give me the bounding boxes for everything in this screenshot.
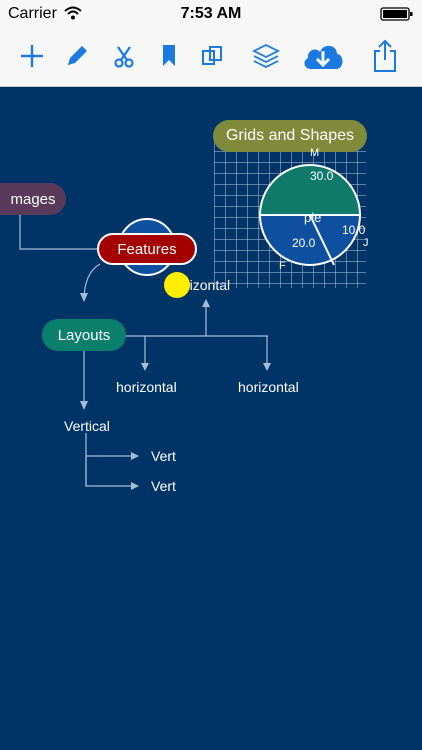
clock: 7:53 AM	[180, 5, 242, 22]
vert-item-2[interactable]: Vert	[151, 478, 176, 494]
bookmark-button[interactable]	[151, 38, 187, 74]
layouts-node-label: Layouts	[57, 326, 111, 344]
layouts-node[interactable]: Layouts	[42, 319, 126, 351]
horizontal-left-label[interactable]: horizontal	[116, 379, 177, 395]
pie-slice-teal	[260, 165, 360, 215]
images-node[interactable]: mages	[0, 183, 66, 215]
images-node-label: mages	[10, 190, 56, 208]
pie-value-2: 20.0	[292, 236, 316, 250]
grids-shapes-label: Grids and Shapes	[225, 127, 355, 144]
horizontal-right-label[interactable]: horizontal	[238, 379, 299, 395]
status-bar: Carrier 7:53 AM	[0, 0, 422, 28]
bookmark-icon	[163, 45, 175, 66]
add-button[interactable]	[14, 38, 50, 74]
cloud-download-button[interactable]	[300, 38, 346, 74]
pie-letter-right: J	[363, 237, 369, 249]
carrier-label: Carrier	[8, 5, 57, 22]
pencil-icon	[68, 46, 87, 65]
selection-handle[interactable]	[164, 272, 190, 298]
plus-icon	[21, 45, 43, 67]
toolbar	[0, 28, 422, 87]
pie-slice-blue	[260, 215, 360, 265]
vert-item-1[interactable]: Vert	[151, 448, 176, 464]
features-node-label: Features	[117, 240, 177, 258]
layers-icon	[251, 43, 281, 69]
cut-button[interactable]	[106, 38, 142, 74]
share-icon	[374, 39, 396, 72]
mindmap-canvas[interactable]: mages Features rizontal Layouts horizont…	[0, 87, 422, 750]
share-button[interactable]	[367, 38, 403, 74]
pie-chart[interactable]: pie M J F 30.0 20.0 10.0	[246, 145, 406, 275]
pie-label: pie	[304, 210, 321, 225]
layers-button[interactable]	[248, 38, 284, 74]
copy-button[interactable]	[194, 38, 230, 74]
vertical-label[interactable]: Vertical	[64, 418, 110, 434]
pie-value-3: 10.0	[342, 223, 366, 237]
scissors-icon	[114, 46, 134, 68]
grids-shapes-node[interactable]: Grids and Shapes	[213, 120, 367, 152]
pie-letter-bottom: F	[279, 260, 286, 272]
features-node[interactable]: Features	[97, 233, 197, 265]
wifi-icon	[64, 6, 82, 20]
edit-button[interactable]	[59, 38, 95, 74]
copy-icon	[202, 46, 222, 65]
cloud-download-icon	[304, 45, 343, 69]
battery-icon	[380, 7, 413, 21]
pie-value-1: 30.0	[310, 169, 334, 183]
pie-letter-top: M	[310, 147, 319, 159]
